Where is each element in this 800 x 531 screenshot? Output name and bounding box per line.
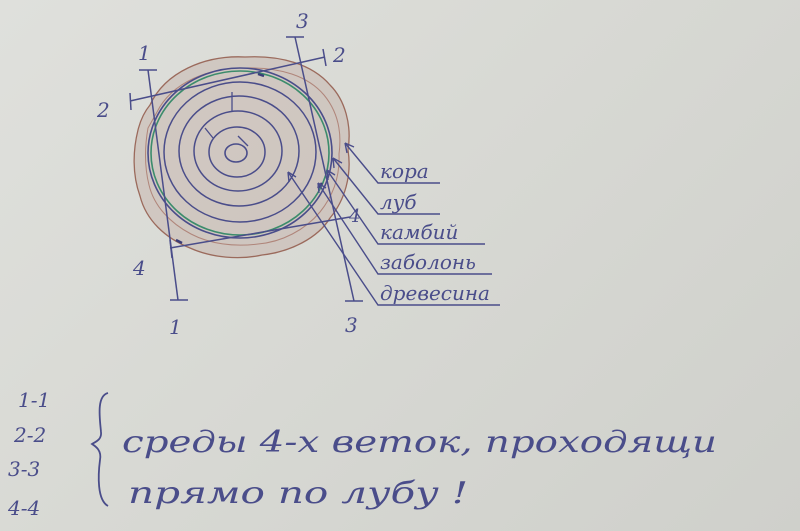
mark-2-left: 2 bbox=[96, 98, 110, 122]
section-line-4-4 bbox=[169, 216, 351, 249]
mark-4-right: 4 bbox=[348, 206, 360, 227]
bark-outline bbox=[133, 56, 350, 259]
note-pair-2: 2-2 bbox=[13, 423, 46, 447]
section-line-1-1 bbox=[147, 69, 179, 301]
note-pair-4: 4-4 bbox=[7, 496, 40, 520]
mark-2-right: 2 bbox=[332, 43, 346, 67]
mark-1-top: 1 bbox=[138, 41, 151, 65]
section-tick bbox=[129, 92, 132, 111]
note-pair-1: 1-1 bbox=[18, 388, 50, 412]
arrowhead bbox=[287, 171, 297, 183]
arrowhead bbox=[326, 169, 336, 181]
label-phloem: луб bbox=[380, 190, 417, 214]
leader-line-cambium bbox=[326, 169, 485, 245]
arrowhead bbox=[317, 182, 327, 194]
ray-stroke bbox=[237, 135, 249, 147]
note-pair-3: 3-3 bbox=[8, 457, 40, 481]
mark-dash bbox=[175, 238, 183, 245]
leader-line-phloem bbox=[332, 157, 440, 215]
growth-ring bbox=[163, 81, 317, 223]
arrowhead bbox=[344, 142, 355, 154]
leader-line-heartwood bbox=[287, 171, 500, 306]
mark-3-bottom: 3 bbox=[345, 313, 358, 337]
leader-line-sapwood bbox=[317, 182, 492, 275]
label-cambium: камбий bbox=[380, 220, 458, 244]
note-text-line-1: среды 4-х веток, проходящи bbox=[122, 425, 717, 460]
ray-stroke bbox=[204, 127, 214, 139]
label-sapwood: заболонь bbox=[380, 250, 476, 274]
arrowhead bbox=[332, 157, 343, 169]
mark-3-top: 3 bbox=[296, 9, 309, 33]
pith bbox=[224, 143, 248, 163]
phloem-ring bbox=[147, 67, 333, 239]
label-bark: кора bbox=[380, 159, 429, 183]
section-tick bbox=[169, 239, 173, 259]
growth-ring bbox=[178, 95, 300, 207]
bark-inner-edge bbox=[145, 67, 341, 246]
label-heartwood: древесина bbox=[380, 281, 490, 305]
growth-ring bbox=[208, 126, 266, 178]
section-line-3-3 bbox=[294, 36, 355, 302]
note-text-line-2: прямо по лубу ! bbox=[128, 476, 468, 511]
leader-line-bark bbox=[344, 142, 440, 184]
section-tick bbox=[322, 48, 327, 67]
mark-dash bbox=[257, 72, 265, 78]
cambium-ring bbox=[150, 70, 330, 236]
mark-1-bottom: 1 bbox=[169, 315, 182, 339]
mark-4-left: 4 bbox=[132, 256, 146, 280]
note-brace bbox=[90, 392, 109, 507]
section-line-2-2 bbox=[129, 56, 326, 102]
growth-ring bbox=[193, 110, 283, 192]
